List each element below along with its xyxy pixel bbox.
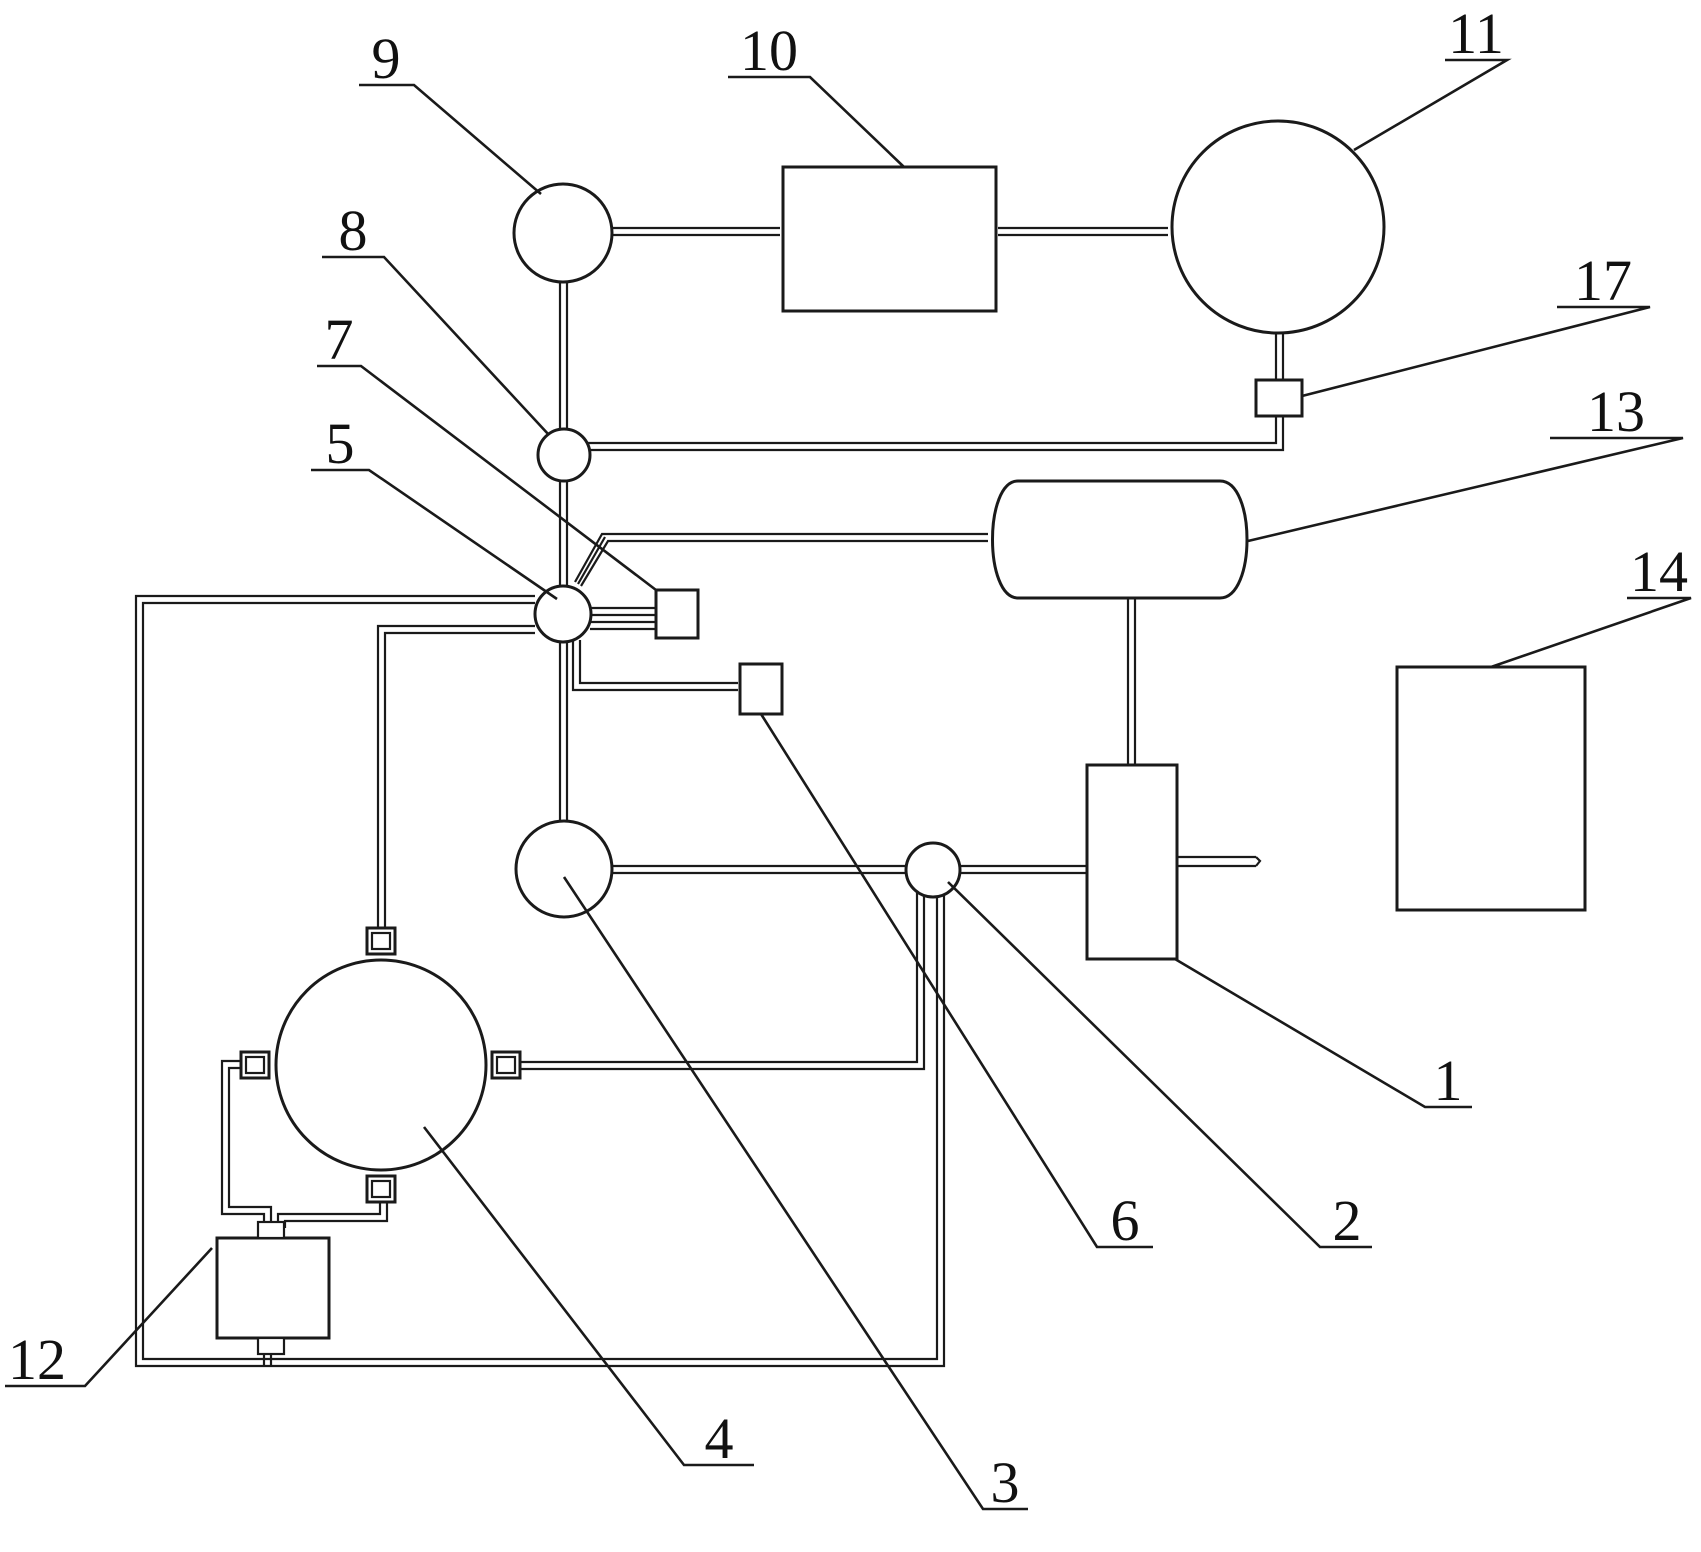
leader-6 [759,713,1153,1249]
pipe-10-11 [998,226,1168,237]
pipe-2-4-right [520,888,926,1071]
label-2: 2 [1333,1188,1362,1253]
leader-2 [947,881,1372,1249]
leader-1 [1174,957,1472,1109]
leader-lines [5,58,1692,1511]
leader-17 [1301,305,1651,398]
label-4: 4 [705,1406,734,1471]
label-10: 10 [740,18,798,83]
leader-10 [728,75,905,168]
component-17-box [1254,378,1304,418]
components [215,119,1587,1356]
leader-9 [359,83,542,195]
pipe-5-7 [590,606,656,631]
pipe-17-11 [1274,334,1285,380]
component-14-box [1395,665,1587,912]
component-4-circle [274,958,488,1172]
pipe-4-bottom-12 [276,1202,389,1228]
pipe-vertical-main [558,282,569,820]
component-9-circle [512,182,614,284]
pipe-1-rod [1176,855,1262,868]
label-3: 3 [991,1450,1020,1515]
pipe-5-4-top [376,624,535,928]
label-5: 5 [326,411,355,476]
component-7-box [654,588,700,640]
leader-4 [422,1126,754,1467]
label-8: 8 [339,198,368,263]
label-17: 17 [1574,248,1632,313]
pipe-13-1 [1126,595,1137,764]
component-6-box [738,662,784,716]
label-6: 6 [1111,1188,1140,1253]
pipe-outer-loop [134,594,946,1368]
leader-5 [311,468,558,601]
label-1: 1 [1434,1048,1463,1113]
label-11: 11 [1448,1,1504,66]
pipe-5-6 [571,640,738,692]
component-12-port-bottom [256,1336,286,1356]
pipe-5-13 [574,532,988,587]
pipe-4-left-12 [220,1059,273,1228]
component-13-tank [991,479,1249,600]
component-12-port-top [256,1220,286,1240]
leader-8 [322,255,550,436]
component-5-circle [533,584,593,644]
leader-7 [317,364,657,592]
label-14: 14 [1630,539,1688,604]
leader-11 [1353,58,1512,152]
leader-12 [5,1247,213,1388]
pipe-9-10 [612,226,780,237]
leader-13 [1247,436,1684,543]
component-10-box [781,165,998,313]
component-1-box [1085,763,1179,961]
label-13: 13 [1587,379,1645,444]
component-11-circle [1170,119,1386,335]
number-labels: 9 10 11 17 13 14 8 7 5 1 2 6 4 3 12 [8,1,1688,1515]
component-8-circle [536,427,592,483]
label-7: 7 [325,307,354,372]
component-12-box [215,1236,331,1340]
component-4-ports [239,926,522,1204]
leader-14 [1490,596,1692,669]
label-12: 12 [8,1327,66,1392]
label-9: 9 [372,26,401,91]
component-3-circle [514,819,614,919]
pipe-2-1 [956,864,1086,875]
pipe-8-17 [588,416,1285,452]
leader-3 [562,876,1028,1511]
component-2-circle [904,841,962,899]
